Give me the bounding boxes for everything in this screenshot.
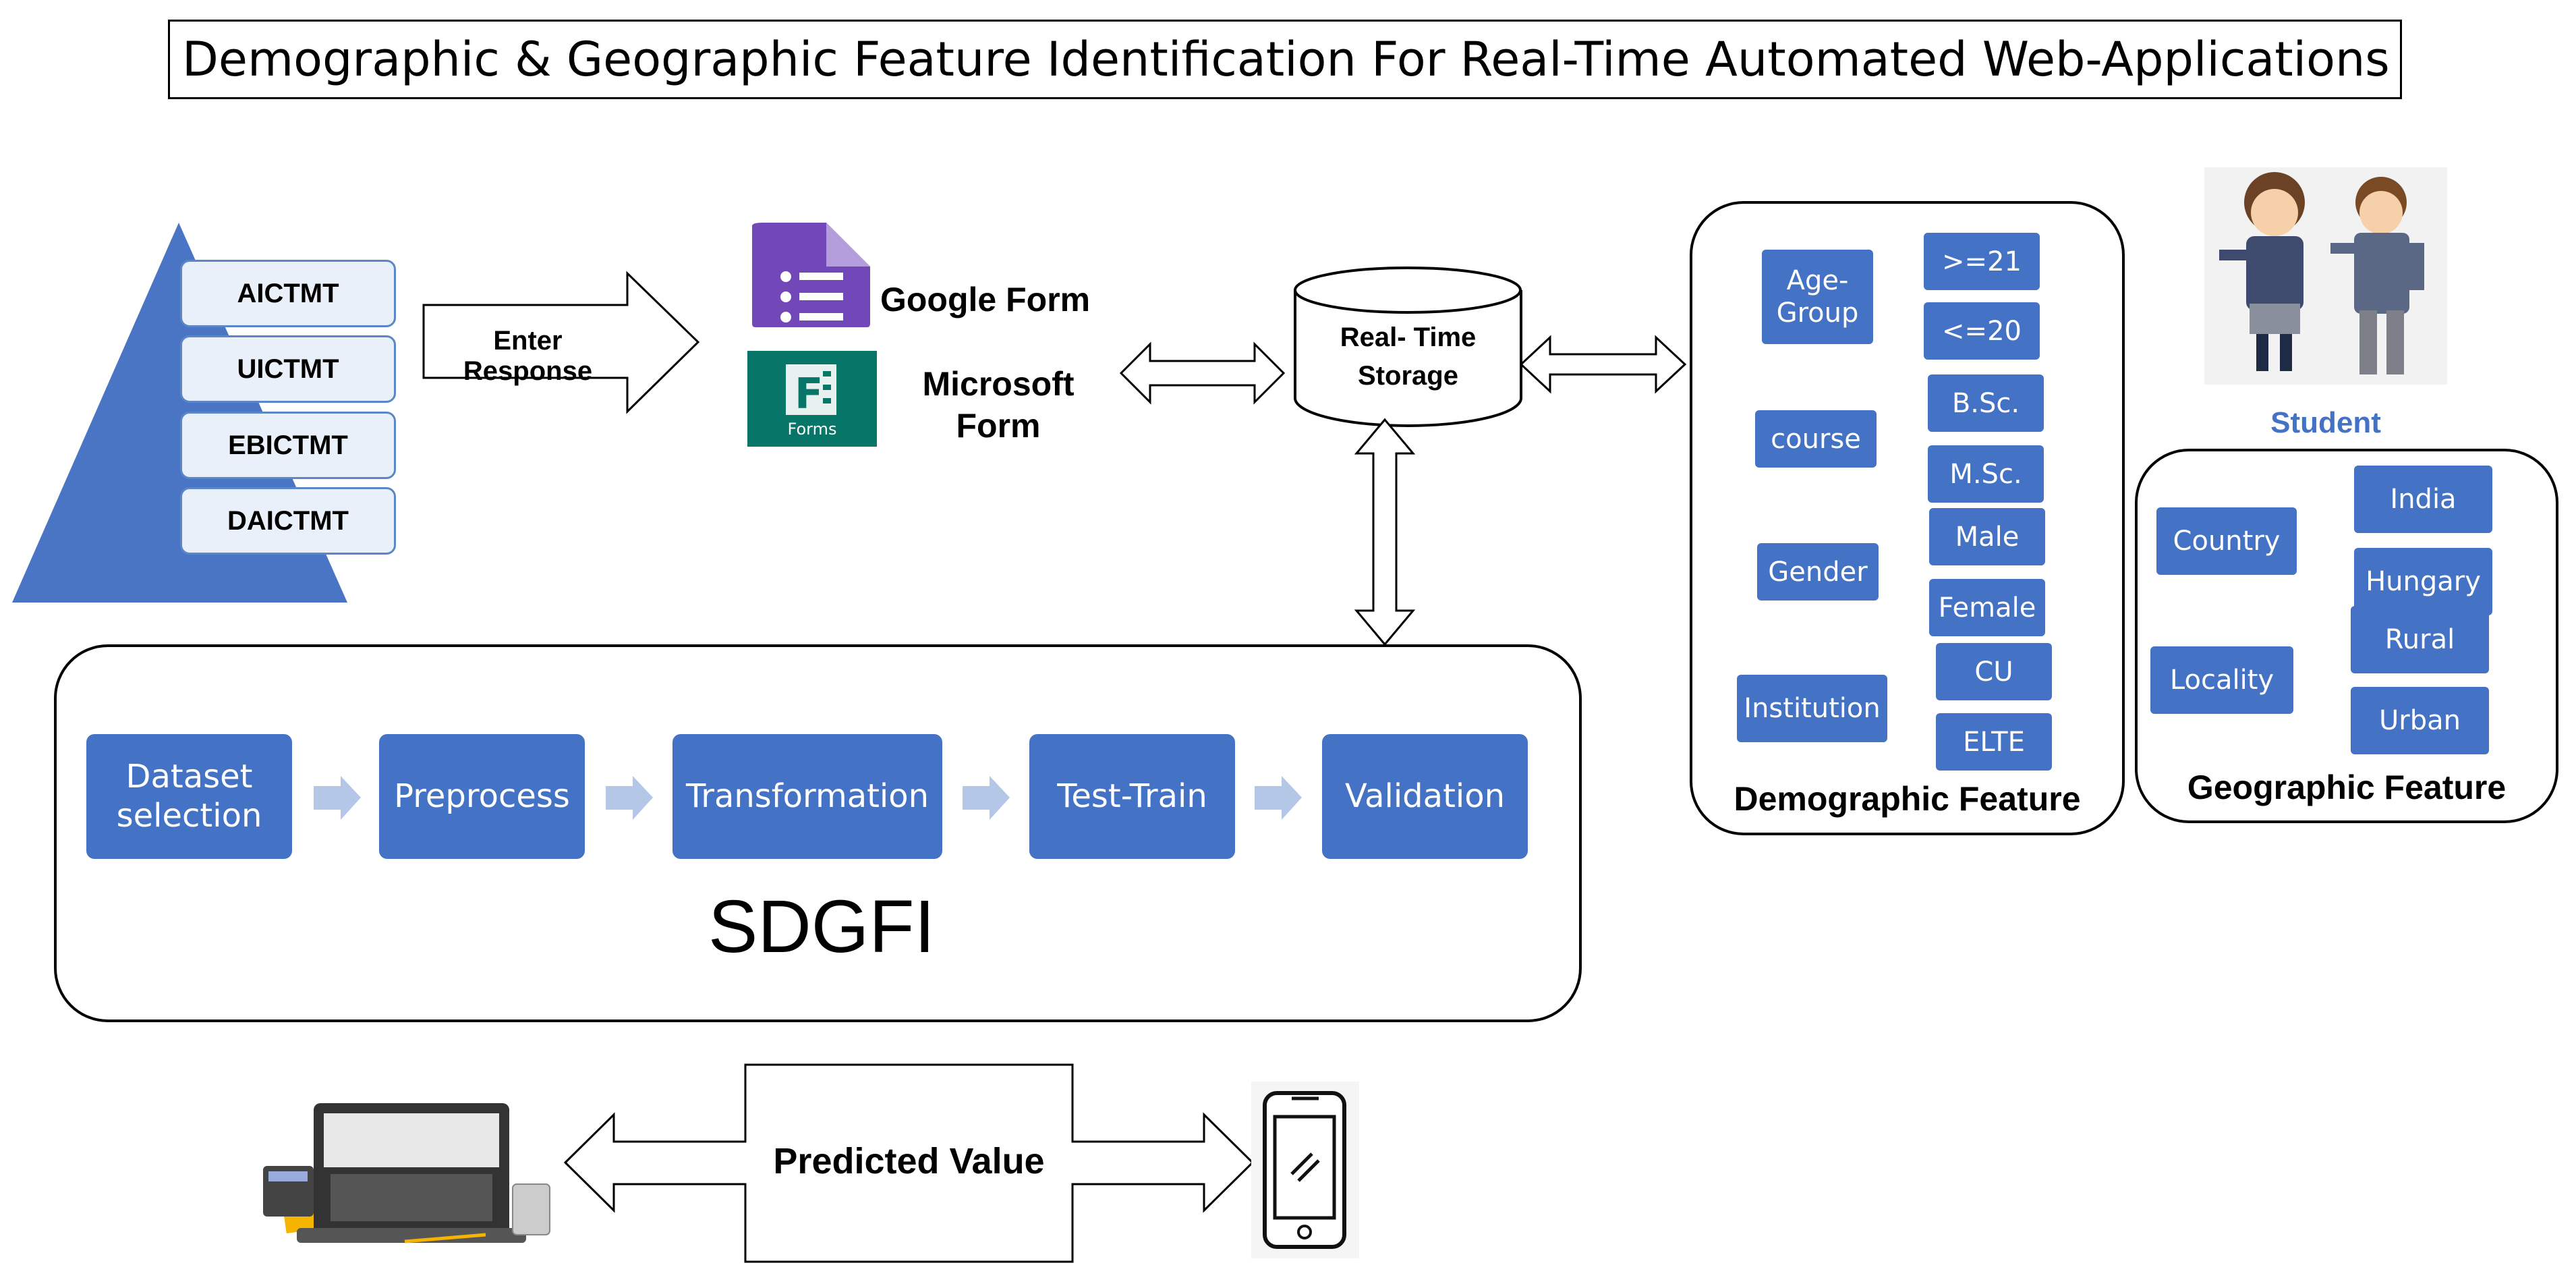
pyramid-level-label: EBICTMT <box>228 430 348 460</box>
group-label: Age-Group <box>1776 265 1859 329</box>
value-label: M.Sc. <box>1949 458 2022 490</box>
geographic-feature-title: Geographic Feature <box>2187 769 2507 806</box>
smartphone-icon <box>1251 1082 1359 1258</box>
enter-response-arrow <box>422 271 700 414</box>
predicted-value-label: Predicted Value <box>773 1141 1045 1181</box>
flow-arrow-icon <box>314 776 361 820</box>
step-label: Dataset selection <box>116 757 262 835</box>
google-form-label: Google Form <box>880 281 1091 318</box>
value-label: B.Sc. <box>1951 387 2020 419</box>
pyramid-level-label: AICTMT <box>237 278 339 308</box>
step-label: Preprocess <box>394 777 570 815</box>
geographic-panel <box>2135 449 2558 823</box>
step-label: Transformation <box>685 777 929 815</box>
enter-response-label: Enter Response <box>463 326 593 386</box>
demographic-group-gender: Gender <box>1757 543 1879 601</box>
storage-demographic-double-arrow <box>1519 335 1687 394</box>
value-label: >=21 <box>1942 246 2022 277</box>
svg-text:F: F <box>795 369 823 418</box>
pyramid-level-uictmt: UICTMT <box>180 335 396 403</box>
students-icon <box>2204 167 2447 385</box>
pyramid-level-ebictmt: EBICTMT <box>180 412 396 479</box>
step-transformation: Transformation <box>672 734 942 859</box>
ms-forms-icon-caption: Forms <box>787 420 837 439</box>
pyramid-level-aictmt: AICTMT <box>180 260 396 327</box>
storage-label-line1: Real- Time <box>1340 323 1477 352</box>
geographic-value: Rural <box>2351 606 2489 673</box>
microsoft-forms-icon: F <box>747 351 877 447</box>
demographic-value: <=20 <box>1924 302 2040 360</box>
geographic-value: Urban <box>2351 687 2489 754</box>
group-label: Institution <box>1744 693 1881 724</box>
demographic-value: CU <box>1936 643 2052 700</box>
value-label: Rural <box>2384 624 2455 655</box>
group-label: Gender <box>1768 556 1868 588</box>
sdgfi-label: SDGFI <box>708 885 936 968</box>
geographic-value: Hungary <box>2354 548 2492 615</box>
value-label: Hungary <box>2366 566 2481 597</box>
student-label: Student <box>2270 406 2381 439</box>
group-label: course <box>1771 423 1861 455</box>
pyramid-level-daictmt: DAICTMT <box>180 487 396 555</box>
microsoft-form-label-line1: Microsoft <box>922 365 1075 403</box>
value-label: Urban <box>2379 705 2461 736</box>
geographic-value: India <box>2354 466 2492 533</box>
database-cylinder-icon <box>1294 267 1522 427</box>
geographic-group-locality: Locality <box>2150 646 2293 714</box>
value-label: Female <box>1938 592 2036 623</box>
demographic-value: Male <box>1929 508 2045 565</box>
flow-arrow-icon <box>606 776 653 820</box>
flow-arrow-icon <box>963 776 1010 820</box>
step-dataset-selection: Dataset selection <box>86 734 292 859</box>
demographic-group-course: course <box>1755 410 1877 468</box>
step-validation: Validation <box>1322 734 1528 859</box>
value-label: Male <box>1955 521 2020 553</box>
value-label: <=20 <box>1942 315 2022 347</box>
flow-arrow-icon <box>1255 776 1302 820</box>
demographic-value: Female <box>1929 579 2045 636</box>
demographic-value: >=21 <box>1924 233 2040 290</box>
demographic-group-age: Age-Group <box>1762 250 1873 344</box>
storage-pipeline-double-arrow <box>1354 418 1416 646</box>
step-preprocess: Preprocess <box>379 734 585 859</box>
diagram-title: Demographic & Geographic Feature Identif… <box>168 20 2402 99</box>
value-label: India <box>2390 484 2457 515</box>
demographic-value: M.Sc. <box>1928 445 2044 503</box>
step-test-train: Test-Train <box>1029 734 1235 859</box>
group-label: Country <box>2173 526 2281 557</box>
value-label: CU <box>1974 656 2013 688</box>
demographic-value: B.Sc. <box>1928 374 2044 432</box>
step-label: Test-Train <box>1057 777 1207 815</box>
pyramid-level-label: DAICTMT <box>227 505 349 536</box>
demographic-group-institution: Institution <box>1737 675 1887 742</box>
step-label: Validation <box>1344 777 1506 815</box>
storage-label-line2: Storage <box>1358 361 1458 391</box>
google-forms-icon <box>752 223 870 327</box>
pyramid-level-label: UICTMT <box>237 354 339 384</box>
value-label: ELTE <box>1963 726 2025 758</box>
geographic-group-country: Country <box>2156 507 2297 575</box>
microsoft-form-label-line2: Form <box>956 407 1041 445</box>
title-text: Demographic & Geographic Feature Identif… <box>182 32 2390 87</box>
laptop-icon <box>263 1103 550 1244</box>
group-label: Locality <box>2169 665 2274 696</box>
forms-storage-double-arrow <box>1119 341 1286 405</box>
demographic-feature-title: Demographic Feature <box>1734 780 2081 818</box>
demographic-value: ELTE <box>1936 713 2052 771</box>
